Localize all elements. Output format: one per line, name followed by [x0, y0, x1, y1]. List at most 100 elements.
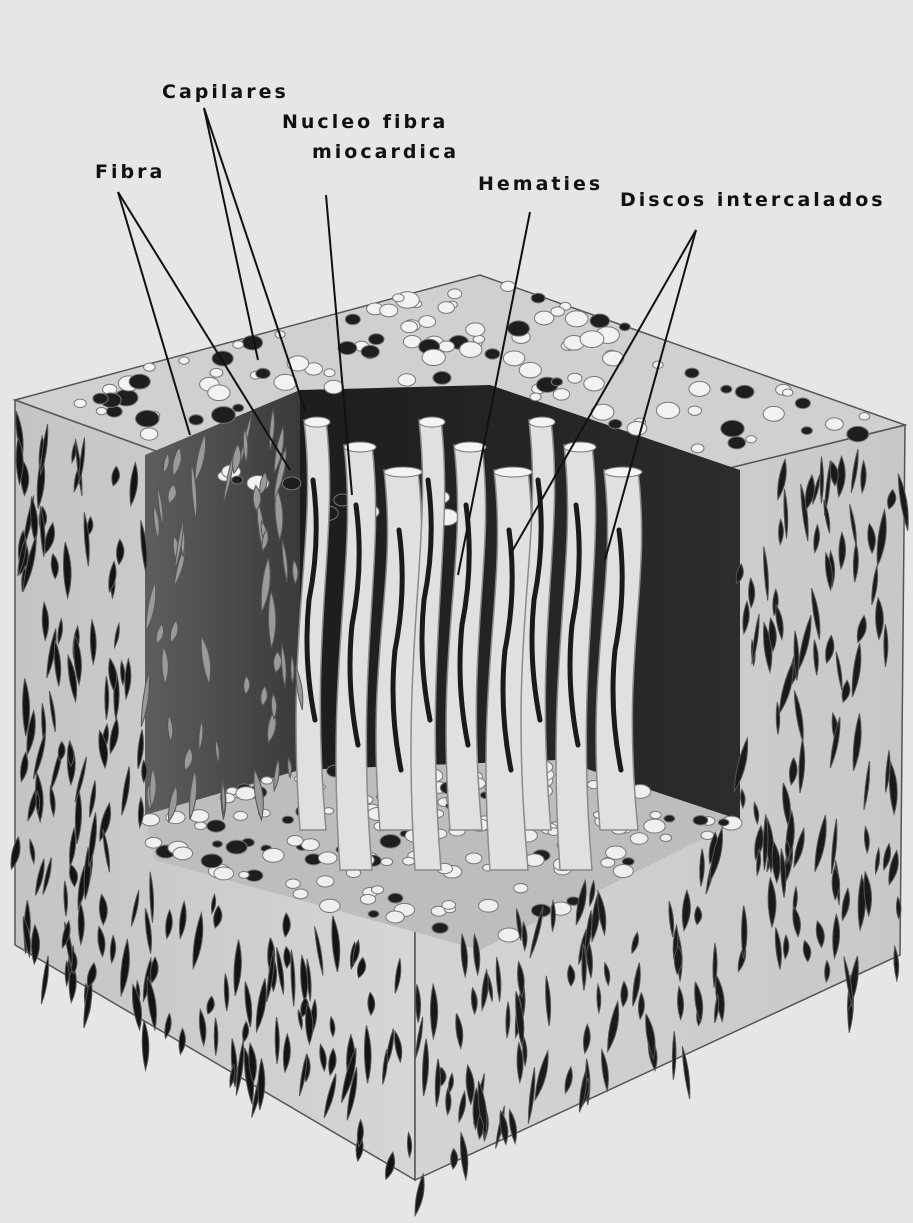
fiber-end — [304, 417, 330, 427]
capillary-circle — [236, 787, 256, 800]
capillary-circle — [613, 865, 633, 878]
capillary-circle — [195, 822, 207, 830]
capillary-circle — [301, 839, 319, 851]
capillary-circle — [232, 476, 243, 484]
fiber-end — [419, 417, 445, 427]
capillary-circle — [531, 293, 545, 303]
fiber-end — [604, 467, 642, 477]
capillary-circle — [728, 437, 746, 449]
capillary-circle — [369, 334, 384, 345]
fiber-end — [494, 467, 532, 477]
capillary-circle — [189, 415, 203, 425]
capillary-circle — [393, 294, 404, 302]
capillary-circle — [568, 373, 582, 383]
fiber-end — [384, 467, 422, 477]
capillary-circle — [212, 407, 236, 424]
capillary-circle — [783, 389, 793, 396]
capillary-circle — [519, 362, 541, 377]
capillary-circle — [551, 307, 565, 316]
capillary-circle — [361, 345, 379, 358]
capillary-circle — [214, 867, 234, 880]
capillary-circle — [201, 854, 222, 868]
capillary-circle — [140, 428, 158, 440]
capillary-circle — [338, 341, 357, 354]
capillary-circle — [210, 368, 223, 377]
capillary-circle — [498, 928, 520, 942]
capillary-circle — [439, 341, 455, 352]
capillary-circle — [283, 477, 301, 490]
label-nucleo-line1: Nucleo fibra — [282, 111, 448, 133]
capillary-circle — [701, 831, 714, 839]
capillary-circle — [233, 404, 244, 412]
capillary-circle — [144, 363, 156, 371]
capillary-circle — [746, 436, 756, 443]
label-capilares: Capilares — [162, 81, 289, 103]
capillary-circle — [721, 420, 744, 436]
capillary-circle — [551, 378, 562, 386]
capillary-circle — [212, 351, 233, 366]
capillary-circle — [401, 321, 418, 333]
capillary-circle — [96, 407, 106, 414]
label-fibra: Fibra — [95, 161, 165, 183]
capillary-circle — [584, 377, 605, 391]
capillary-circle — [380, 835, 401, 848]
capillary-circle — [630, 833, 648, 845]
capillary-circle — [129, 374, 150, 389]
capillary-circle — [664, 815, 675, 822]
capillary-circle — [644, 819, 665, 833]
capillary-circle — [293, 889, 308, 899]
capillary-circle — [601, 858, 615, 867]
capillary-circle — [212, 841, 222, 848]
capillary-circle — [371, 886, 383, 894]
capillary-circle — [433, 372, 451, 385]
capillary-circle — [432, 923, 448, 934]
capillary-circle — [208, 385, 230, 401]
capillary-circle — [207, 820, 226, 832]
capillary-circle — [801, 427, 812, 435]
capillary-circle — [135, 410, 159, 427]
capillary-circle — [368, 910, 379, 917]
capillary-circle — [485, 349, 500, 359]
capillary-circle — [460, 342, 482, 358]
capillary-circle — [503, 351, 524, 366]
capillary-circle — [234, 811, 248, 820]
capillary-circle — [735, 385, 754, 398]
capillary-circle — [422, 349, 445, 365]
capillary-circle — [691, 444, 704, 453]
label-nucleo-line2: miocardica — [312, 141, 459, 163]
capillary-circle — [479, 899, 499, 912]
capillary-circle — [179, 357, 189, 364]
capillary-circle — [466, 853, 482, 864]
capillary-circle — [580, 331, 604, 348]
capillary-circle — [619, 323, 630, 331]
label-discos-intercalados: Discos intercalados — [620, 189, 886, 211]
capillary-circle — [226, 840, 247, 854]
capillary-circle — [689, 381, 710, 396]
capillary-circle — [448, 289, 462, 299]
capillary-circle — [656, 402, 679, 418]
capillary-circle — [438, 302, 455, 314]
capillary-circle — [141, 814, 159, 826]
capillary-circle — [380, 304, 398, 317]
fiber-end — [529, 417, 555, 427]
capillary-circle — [282, 816, 294, 824]
capillary-circle — [553, 389, 569, 401]
capillary-circle — [324, 369, 335, 377]
capillary-circle — [381, 858, 393, 866]
capillary-circle — [386, 911, 404, 923]
capillary-circle — [685, 368, 699, 378]
capillary-circle — [795, 398, 810, 409]
capillary-circle — [317, 876, 334, 887]
capillary-circle — [261, 777, 272, 784]
capillary-circle — [825, 418, 843, 430]
capillary-circle — [360, 894, 375, 904]
capillary-circle — [627, 421, 647, 435]
leader-capilares-a — [204, 108, 258, 360]
capillary-circle — [263, 848, 284, 862]
capillary-circle — [256, 368, 270, 378]
capillary-circle — [286, 879, 301, 888]
capillary-circle — [345, 314, 360, 325]
capillary-circle — [287, 836, 303, 846]
